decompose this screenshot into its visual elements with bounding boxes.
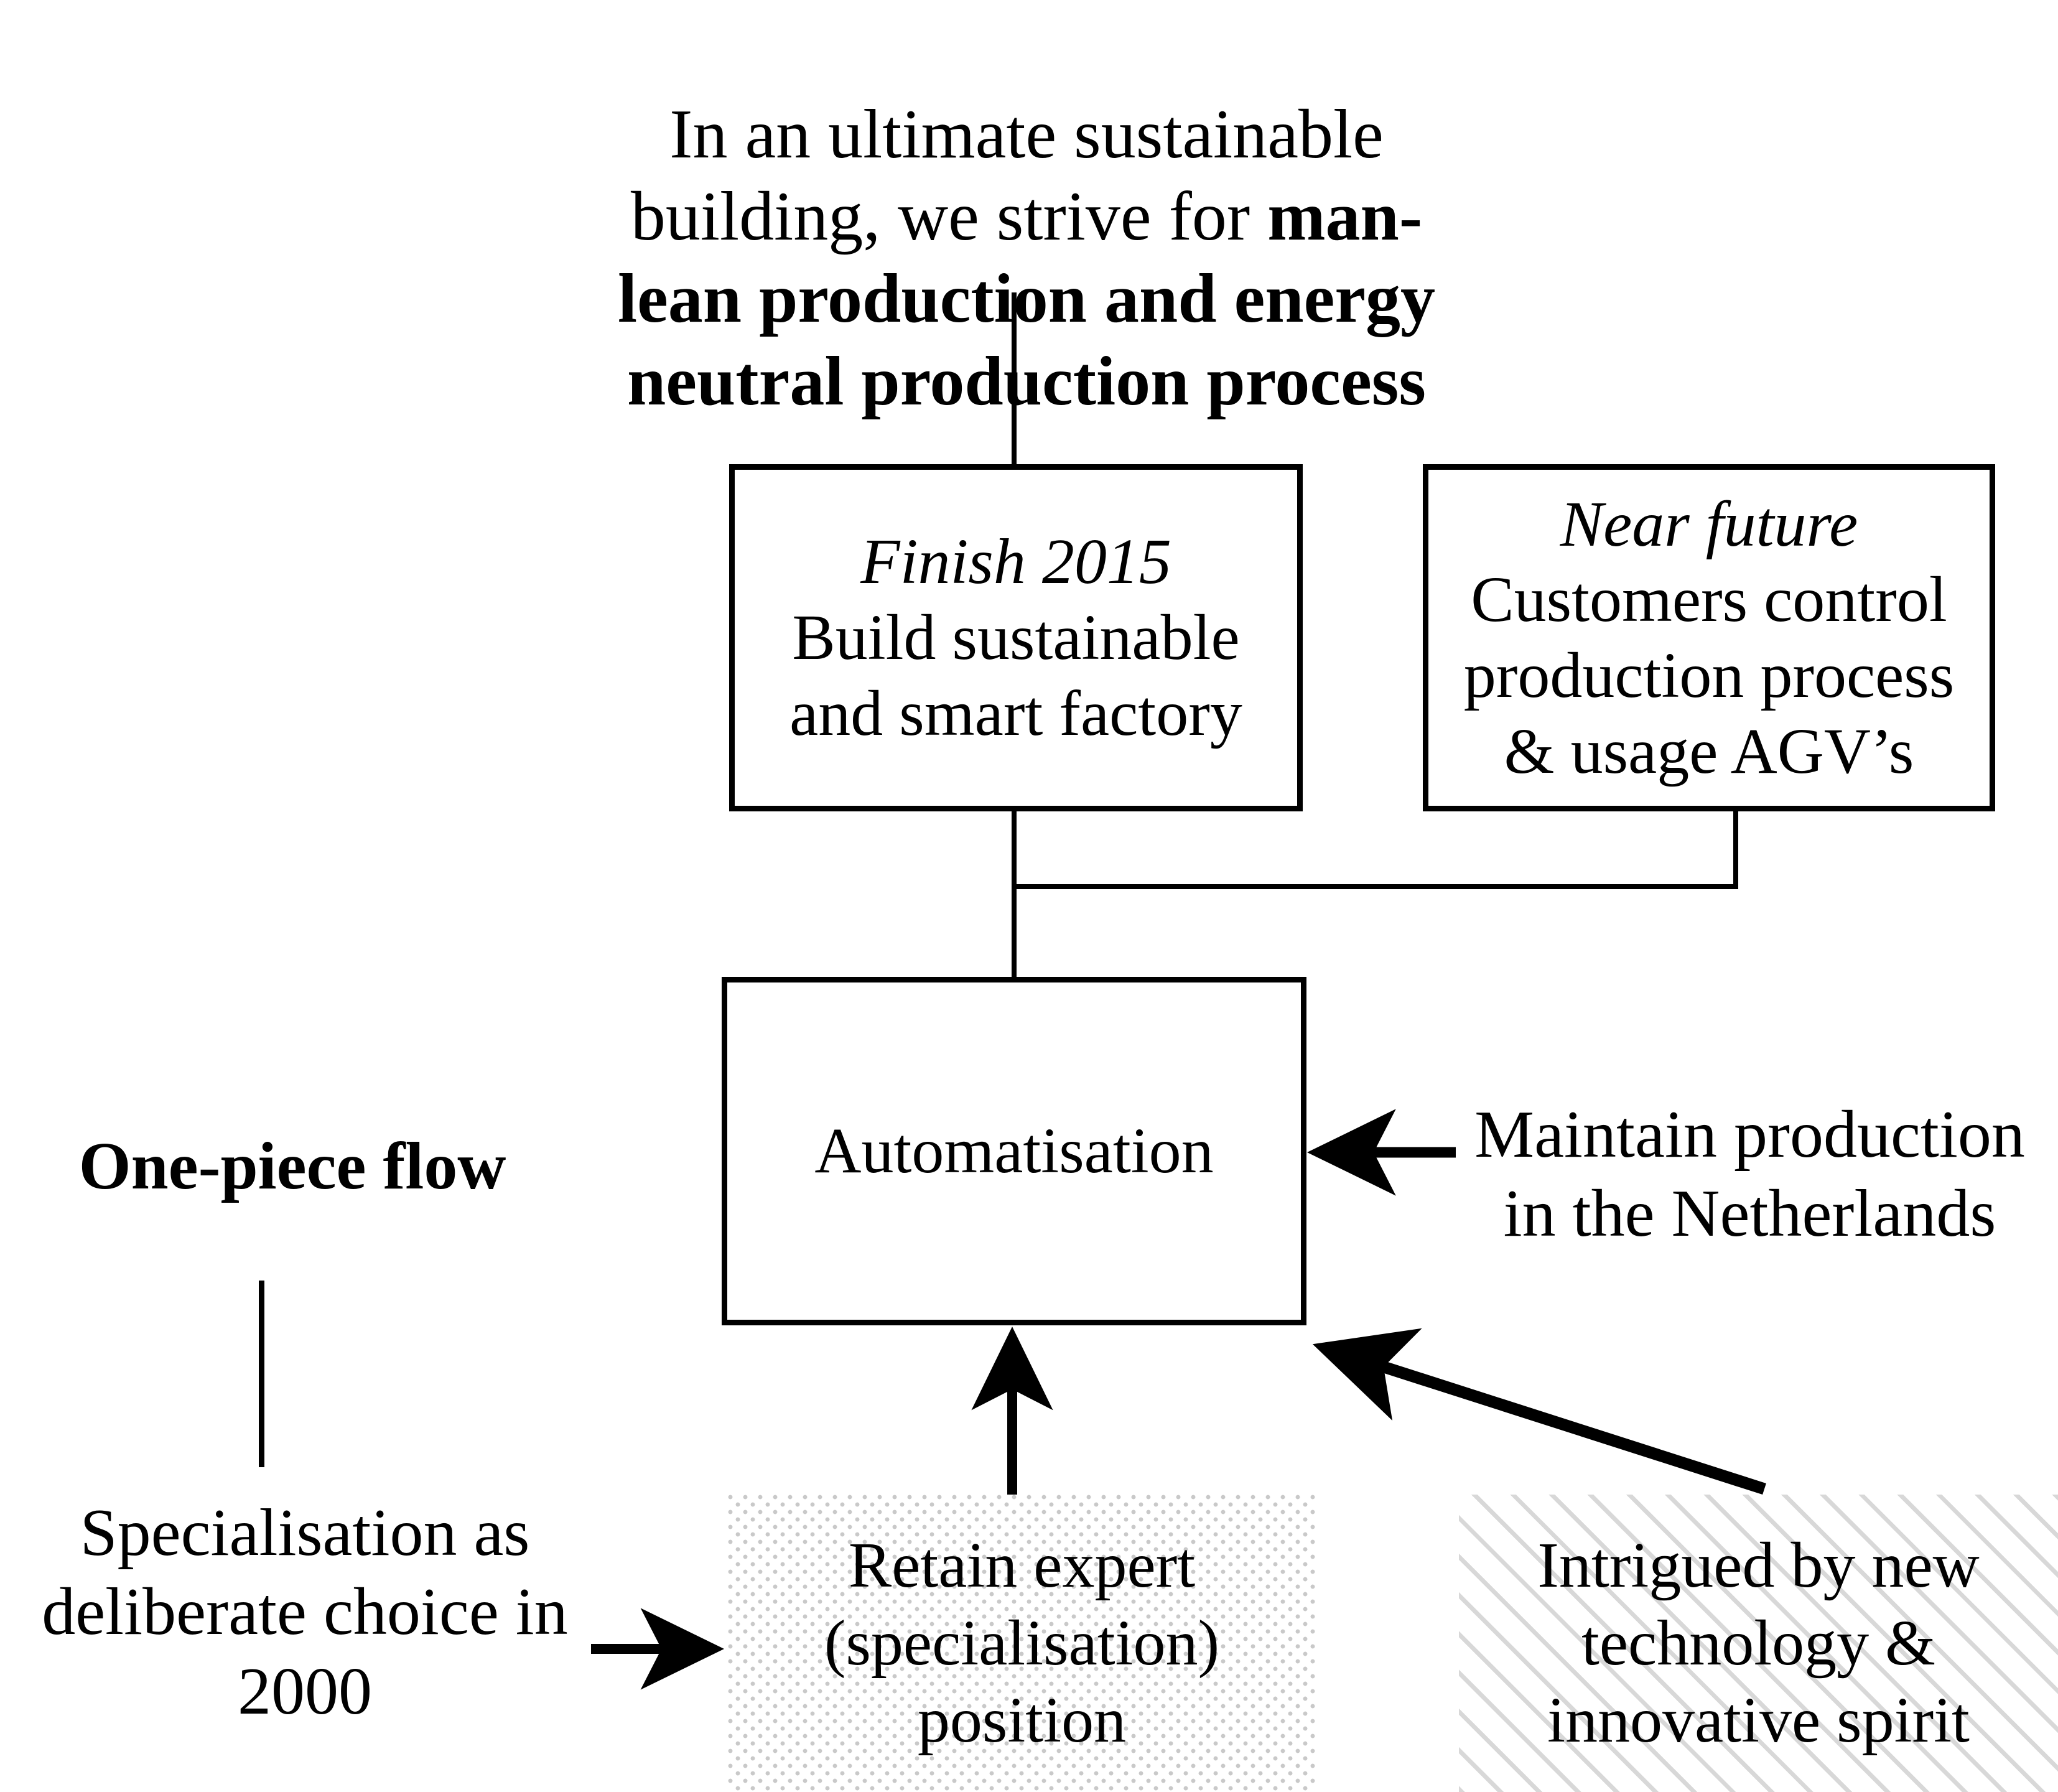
node-near-future-italic-label: Near future [1560, 488, 1858, 560]
node-finish-2015-italic-label: Finish 2015 [860, 526, 1171, 598]
node-retain-expert-body: Retain expert (specialisation) position [824, 1529, 1220, 1757]
headline-text: In an ultimate sustainable building, we … [591, 11, 1462, 422]
headline-emphasis: man-lean production and energy neutral p… [617, 178, 1436, 420]
node-finish-2015-body: Build sustainable and smart factory [789, 602, 1242, 749]
label-maintain-production-netherlands: Maintain production in the Netherlands [1474, 1098, 2025, 1251]
connector-near-future-down [1733, 806, 1738, 889]
connector-one-piece-flow-to-specialisation [259, 1281, 264, 1467]
node-automatisation-body: Automatisation [814, 1115, 1214, 1187]
node-retain-expert[interactable]: Retain expert (specialisation) position [728, 1495, 1316, 1792]
node-near-future-body: Customers control production process & u… [1463, 564, 1955, 787]
node-intrigued-by-new-technology[interactable]: Intrigued by new technology & innovative… [1459, 1495, 2058, 1792]
headline-lead: In an ultimate sustainable building, we … [630, 96, 1384, 256]
label-specialisation-deliberate-choice: Specialisation as deliberate choice in 2… [42, 1496, 568, 1729]
connector-headline-to-finish [1012, 292, 1017, 467]
label-one-piece-flow: One-piece flow [78, 1129, 506, 1203]
node-intrigued-body: Intrigued by new technology & innovative… [1537, 1529, 1980, 1757]
connector-horizontal-bus [1012, 884, 1738, 889]
connector-finish-down [1012, 806, 1017, 889]
connector-bus-to-automatisation [1012, 884, 1017, 981]
node-automatisation[interactable]: Automatisation [722, 977, 1306, 1325]
arrow-intrigued-to-automatisation [1312, 1328, 1766, 1495]
